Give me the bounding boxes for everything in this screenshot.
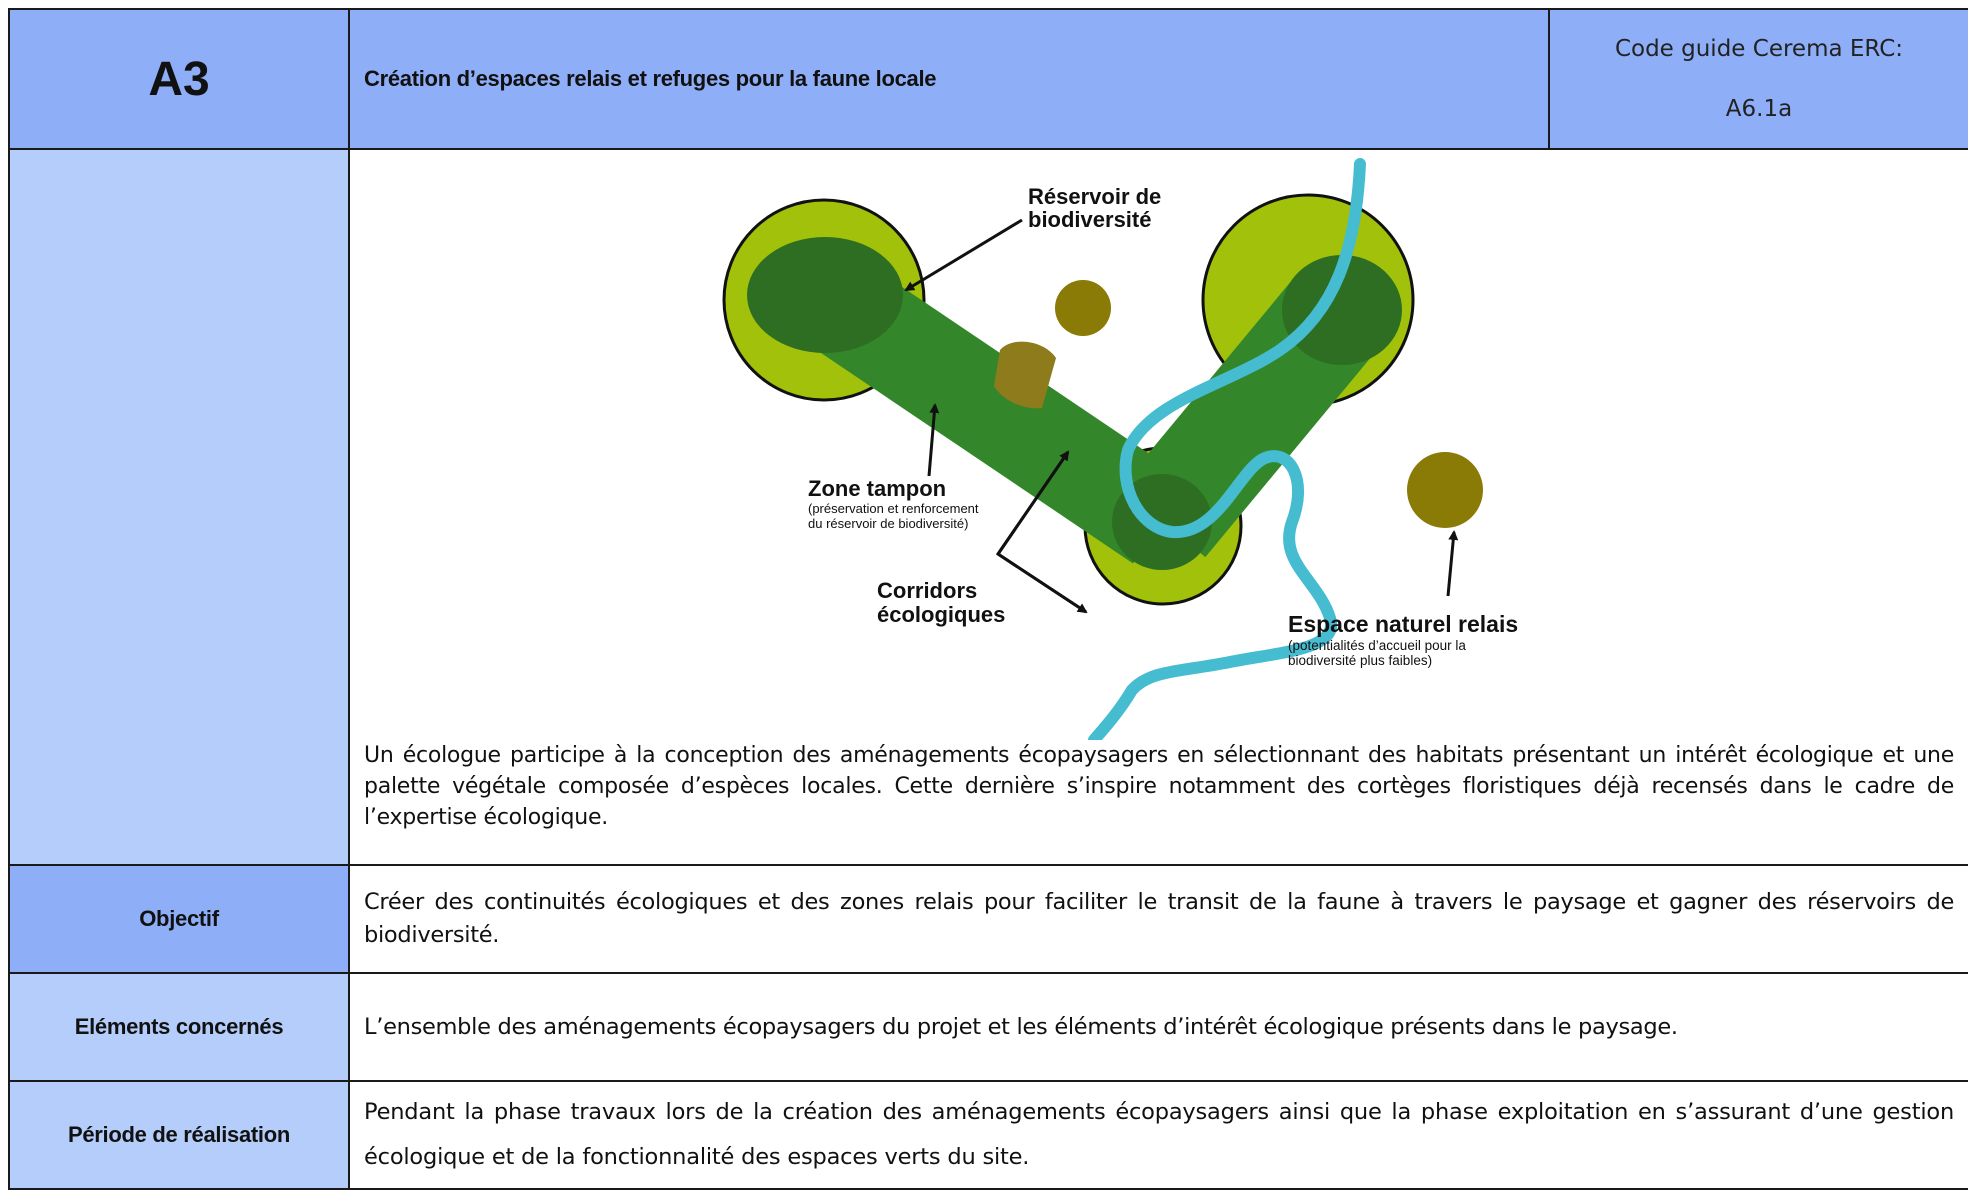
label-reservoir-2: biodiversité <box>1028 207 1151 232</box>
arrow-relais <box>1448 532 1454 596</box>
label-periode: Période de réalisation <box>9 1081 349 1189</box>
label-zone-sub-2: du réservoir de biodiversité) <box>808 516 968 531</box>
measure-sheet: A3 Création d’espaces relais et refuges … <box>8 8 1968 1194</box>
relais-patch-top <box>1055 280 1111 336</box>
measure-description: Un écologue participe à la conception de… <box>350 740 1968 847</box>
reservoir-left <box>747 237 903 353</box>
label-objectif: Objectif <box>9 865 349 973</box>
label-zone-title: Zone tampon <box>808 476 946 501</box>
measure-id: A3 <box>9 9 349 149</box>
text-objectif: Créer des continuités écologiques et des… <box>349 865 1968 973</box>
text-periode: Pendant la phase travaux lors de la créa… <box>349 1081 1968 1189</box>
code-value: A6.1a <box>1550 79 1968 139</box>
label-elements: Eléments concernés <box>9 973 349 1081</box>
arrow-corridors-head-2 <box>998 554 1086 612</box>
label-relais-sub-2: biodiversité plus faibles) <box>1288 653 1432 668</box>
label-relais-title: Espace naturel relais <box>1288 611 1518 637</box>
label-relais-sub-1: (potentialités d’accueil pour la <box>1288 638 1466 653</box>
label-zone-sub-1: (préservation et renforcement <box>808 501 979 516</box>
arrow-reservoir <box>906 220 1022 290</box>
header-row: A3 Création d’espaces relais et refuges … <box>9 9 1968 149</box>
illustration-side-cell <box>9 149 349 865</box>
row-elements: Eléments concernés L’ensemble des aménag… <box>9 973 1968 1081</box>
code-label: Code guide Cerema ERC: <box>1550 19 1968 79</box>
illustration-row: Réservoir de biodiversité Zone tampon (p… <box>9 149 1968 865</box>
label-reservoir-1: Réservoir de <box>1028 184 1161 209</box>
row-objectif: Objectif Créer des continuités écologiqu… <box>9 865 1968 973</box>
measure-table: A3 Création d’espaces relais et refuges … <box>8 8 1968 1190</box>
diagram-svg: Réservoir de biodiversité Zone tampon (p… <box>350 150 1966 740</box>
ecological-diagram: Réservoir de biodiversité Zone tampon (p… <box>350 150 1968 740</box>
label-corridors-2: écologiques <box>877 602 1005 627</box>
label-corridors-1: Corridors <box>877 578 977 603</box>
text-elements: L’ensemble des aménagements écopaysagers… <box>349 973 1968 1081</box>
row-periode: Période de réalisation Pendant la phase … <box>9 1081 1968 1189</box>
measure-title: Création d’espaces relais et refuges pou… <box>349 9 1549 149</box>
illustration-cell: Réservoir de biodiversité Zone tampon (p… <box>349 149 1968 865</box>
relais-patch-right <box>1407 452 1483 528</box>
cerema-code: Code guide Cerema ERC: A6.1a <box>1549 9 1968 149</box>
